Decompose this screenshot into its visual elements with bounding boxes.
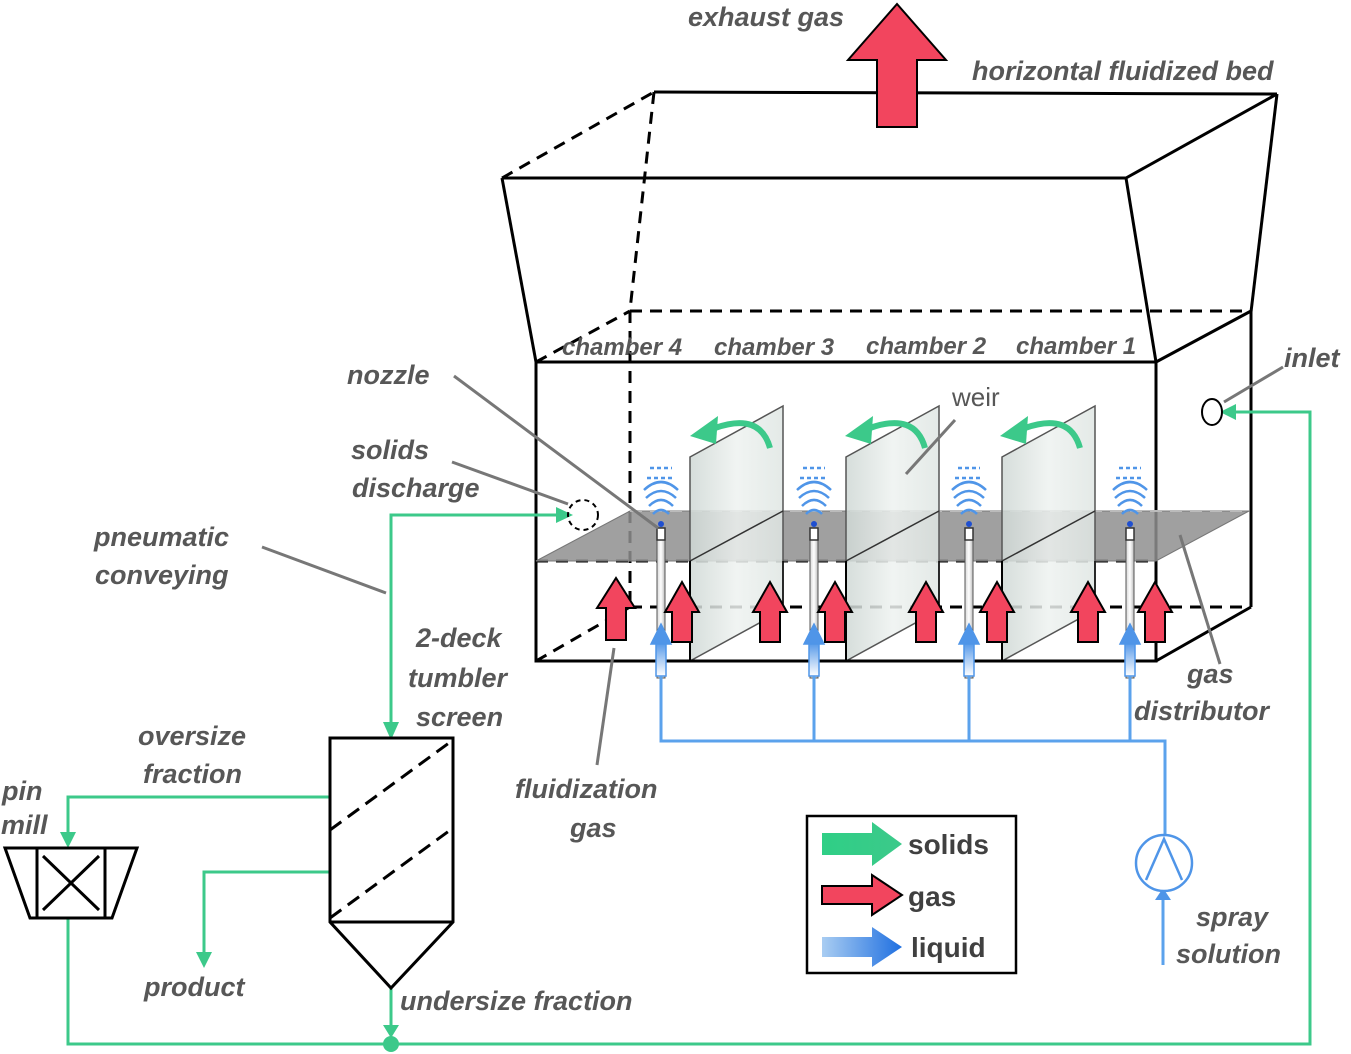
label-inlet: inlet [1284, 343, 1341, 373]
inlet-arrowhead [1220, 404, 1236, 420]
label-tumbler: tumbler [408, 663, 509, 693]
leader-lines [261, 365, 1284, 766]
nozzle-4 [643, 466, 679, 679]
pin-mill [2, 846, 140, 920]
exhaust-gas-arrow [845, 2, 949, 128]
nozzle-3 [796, 466, 832, 679]
label-chamber-1: chamber 1 [1016, 333, 1136, 360]
nozzle-2 [951, 466, 987, 679]
legend-solids-label: solids [908, 829, 989, 860]
label-conveying: conveying [95, 560, 229, 590]
discharge-arrowhead [556, 507, 573, 523]
overflow-arrowhead-1 [690, 416, 718, 444]
legend: solids gas liquid [805, 814, 1018, 975]
label-horizontal-fluidized-bed: horizontal fluidized bed [972, 56, 1274, 86]
screen-feed-arrowhead [383, 722, 399, 740]
nozzle-1 [1112, 466, 1148, 679]
label-pneumatic: pneumatic [93, 522, 229, 552]
label-undersize-fraction: undersize fraction [400, 986, 633, 1016]
product-arrowhead [196, 952, 212, 968]
legend-solids-arrow [822, 822, 902, 866]
label-solution: solution [1176, 939, 1281, 969]
label-screen: screen [416, 702, 503, 732]
label-chamber-4: chamber 4 [562, 334, 682, 361]
overflow-arrows [713, 420, 1083, 449]
nozzles [643, 466, 1148, 679]
label-oversize: oversize [138, 721, 246, 751]
label-weir: weir [951, 382, 1000, 412]
tumbler-screen [328, 736, 455, 991]
overflow-arrowhead-2 [845, 416, 873, 444]
gas-arrow [816, 579, 854, 643]
gas-arrow [978, 579, 1016, 643]
label-gas-distributor-2: distributor [1134, 696, 1270, 726]
junction-dot [383, 1036, 399, 1052]
liquid-feed-arrows [649, 622, 1142, 677]
gas-arrow [1136, 579, 1174, 643]
label-chamber-2: chamber 2 [866, 333, 987, 360]
gas-arrow [595, 576, 637, 641]
label-fluidization-gas: gas [569, 813, 617, 843]
mill-feed-arrowhead [60, 832, 76, 848]
undersize-arrowhead [383, 1025, 399, 1038]
label-solids: solids [351, 435, 429, 465]
label-fraction: fraction [143, 759, 242, 789]
legend-liquid-label: liquid [911, 932, 986, 963]
gas-arrows [595, 576, 1174, 643]
label-discharge: discharge [352, 473, 480, 503]
label-fluidization: fluidization [515, 774, 657, 804]
gas-arrow [1069, 579, 1107, 643]
hood [500, 90, 1279, 363]
overflow-arrowhead-3 [1000, 416, 1028, 444]
pump-icon [1134, 833, 1194, 893]
label-chamber-3: chamber 3 [714, 334, 835, 361]
weirs [536, 404, 1156, 663]
liquid-piping [659, 676, 1167, 965]
label-2-deck: 2-deck [415, 623, 504, 653]
labels: exhaust gas horizontal fluidized bed cha… [1, 2, 1341, 1016]
label-exhaust-gas: exhaust gas [688, 2, 844, 32]
label-pin: pin [1, 776, 43, 806]
legend-gas-arrow [821, 873, 904, 917]
legend-gas-label: gas [908, 881, 956, 912]
spray-feed-arrowhead [1155, 888, 1171, 900]
solids-discharge-port [567, 499, 599, 531]
legend-liquid-arrow [822, 927, 902, 967]
gas-arrow [663, 579, 701, 643]
label-gas-distributor-1: gas [1186, 659, 1234, 689]
label-nozzle: nozzle [347, 360, 430, 390]
label-product: product [143, 972, 245, 1002]
inlet-port [1201, 398, 1223, 426]
solids-piping [66, 410, 1312, 1046]
gas-arrow [907, 579, 945, 643]
label-spray: spray [1196, 902, 1270, 932]
label-mill: mill [1, 810, 48, 840]
gas-arrow [751, 579, 789, 643]
